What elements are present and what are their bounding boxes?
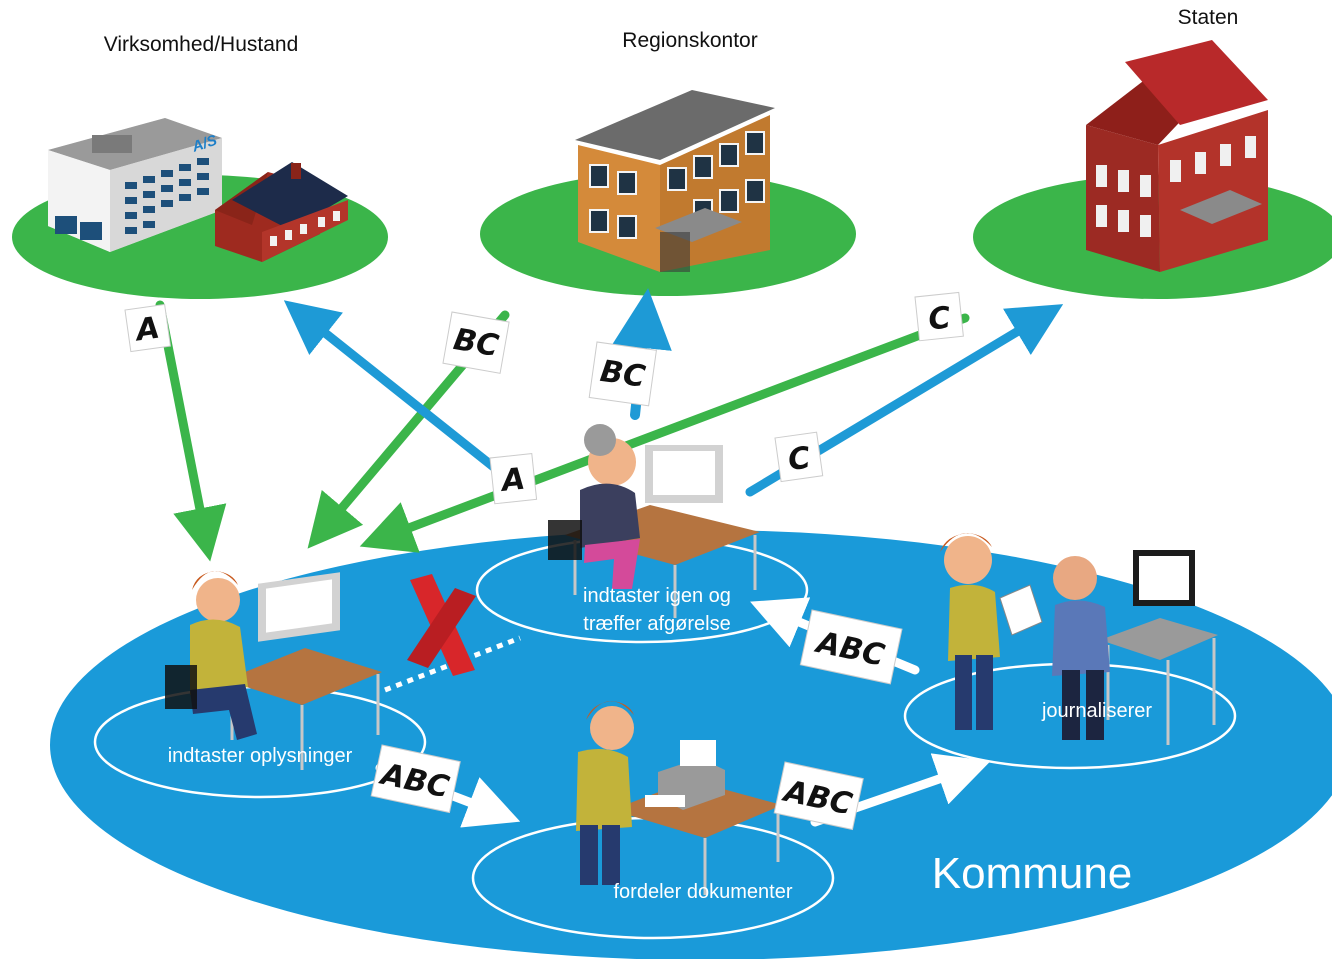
person-distribute-icon [576,701,634,885]
desk-enter-data [225,572,382,770]
step-journal-label: journaliserer [1041,700,1152,722]
step-decision-label-line2: træffer afgørelse [583,613,730,635]
doc-abc-entry-to-distribute: ABC [370,744,461,814]
doc-abc-journal-to-decision: ABC [799,609,903,685]
business-label: Virksomhed/Hustand [104,33,299,56]
desk-journal [1100,550,1218,745]
printer-icon [645,795,685,807]
svg-text:A: A [498,462,527,499]
region-office-icon [575,90,775,272]
house-icon [215,162,348,262]
step-enter-data-label: indtaster oplysninger [168,745,353,767]
person-decision-icon [548,424,640,589]
svg-text:BC: BC [451,322,501,364]
arrow-state-c-to-entry [359,313,970,553]
svg-text:BC: BC [598,354,647,395]
doc-c-from-state: C [914,291,964,342]
doc-a-from-business: A [124,303,172,353]
doc-abc-distribute-to-journal: ABC [773,761,864,831]
doc-bc-from-region: BC [442,311,510,374]
state-building-icon [1086,40,1268,272]
svg-text:C: C [927,301,953,338]
doc-bc-to-region: BC [588,341,657,407]
doc-c-to-state: C [774,431,824,483]
person-journal-woman-icon [940,533,1043,730]
doc-a-to-business: A [489,453,538,505]
municipality-title: Kommune [932,849,1133,898]
step-distribute-label: fordeler dokumenter [614,881,793,903]
blocked-x-icon [407,574,476,676]
person-journal-man-icon [1052,556,1110,740]
arrow-decision-to-business [283,300,525,493]
svg-text:C: C [786,440,813,478]
office-building-icon: A/S [48,118,222,252]
step-decision-label-line1: indtaster igen og [583,585,731,607]
state-label: Staten [1178,6,1239,29]
region-label: Regionskontor [622,29,757,52]
person-enter-data-icon [165,571,257,740]
